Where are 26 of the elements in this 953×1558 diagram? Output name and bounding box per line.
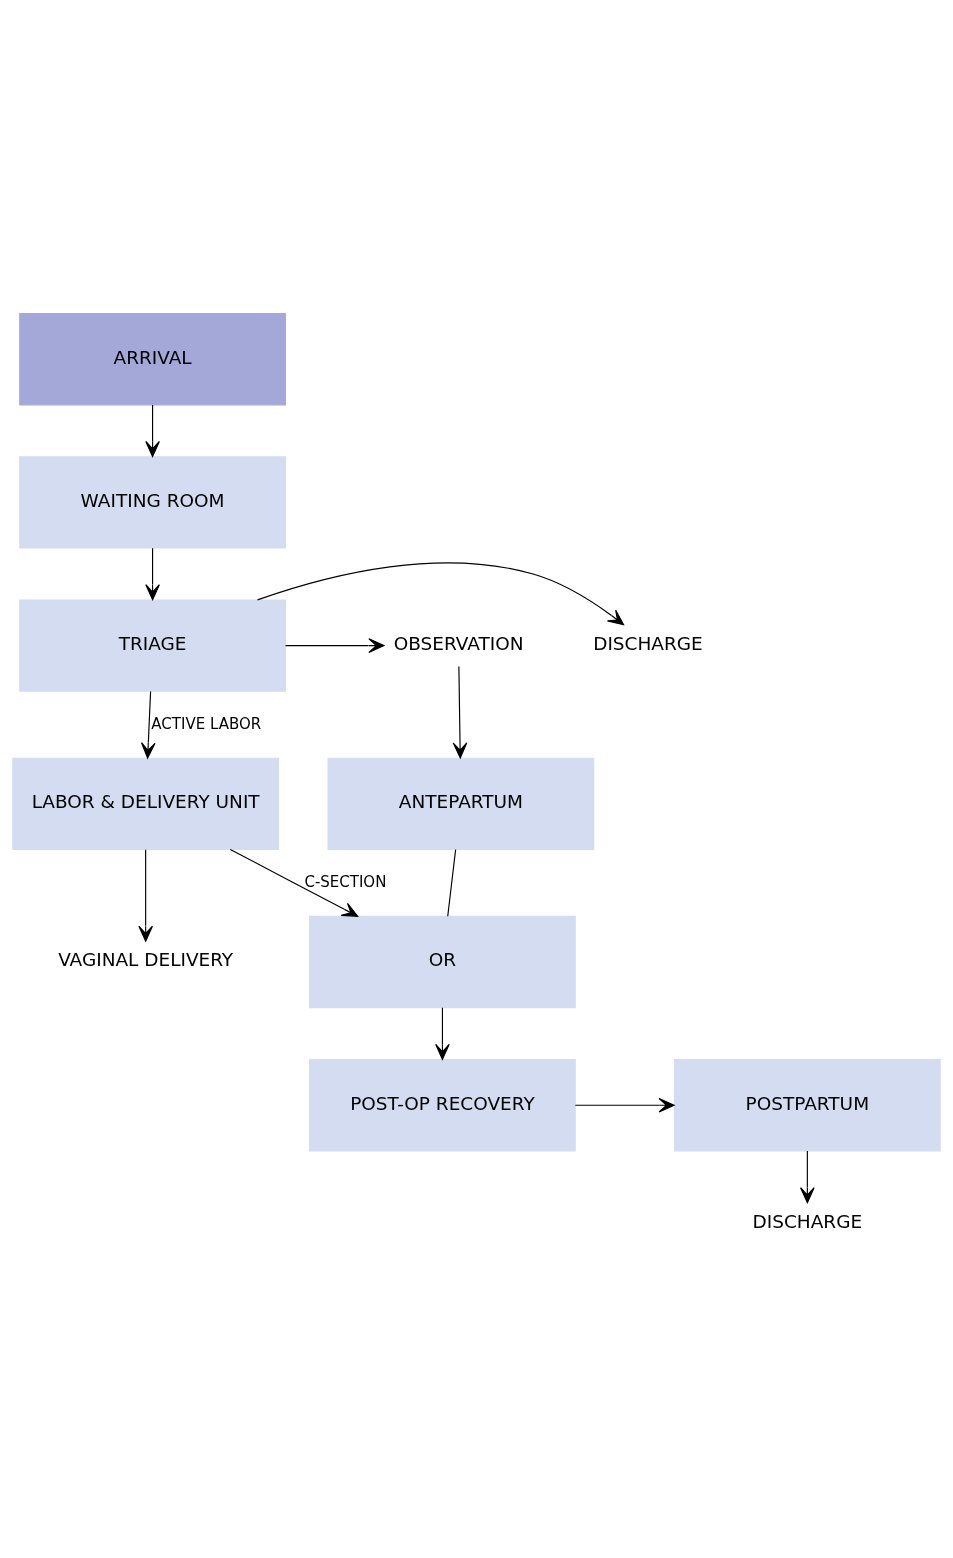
arrow — [574, 1097, 675, 1113]
node-text: OBSERVATION — [393, 633, 524, 655]
arrow — [145, 547, 160, 601]
node-box: WAITING ROOM — [19, 456, 286, 549]
node-box: OR — [309, 915, 576, 1009]
edge-label: C-SECTION — [304, 872, 387, 891]
arrow — [285, 638, 385, 653]
edge-label: ACTIVE LABOR — [151, 714, 262, 733]
node-text: DISCHARGE — [752, 1210, 863, 1232]
node-box: ANTEPARTUM — [327, 757, 595, 850]
arrow — [138, 849, 153, 942]
node-box: ARRIVAL — [19, 313, 286, 406]
node-box: TRIAGE — [19, 599, 286, 692]
node-text: DISCHARGE — [593, 633, 703, 655]
connector — [447, 849, 457, 917]
arrow — [452, 665, 468, 759]
node-box: POSTPARTUM — [673, 1059, 941, 1152]
arrow — [145, 404, 160, 458]
arrow — [229, 848, 359, 917]
arrow — [140, 690, 156, 759]
node-box: LABOR & DELIVERY UNIT — [12, 757, 280, 850]
arrow — [256, 562, 625, 626]
node-text: VAGINAL DELIVERY — [58, 949, 234, 971]
node-box: POST-OP RECOVERY — [309, 1059, 576, 1152]
arrow — [800, 1150, 815, 1204]
arrow — [435, 1007, 450, 1060]
